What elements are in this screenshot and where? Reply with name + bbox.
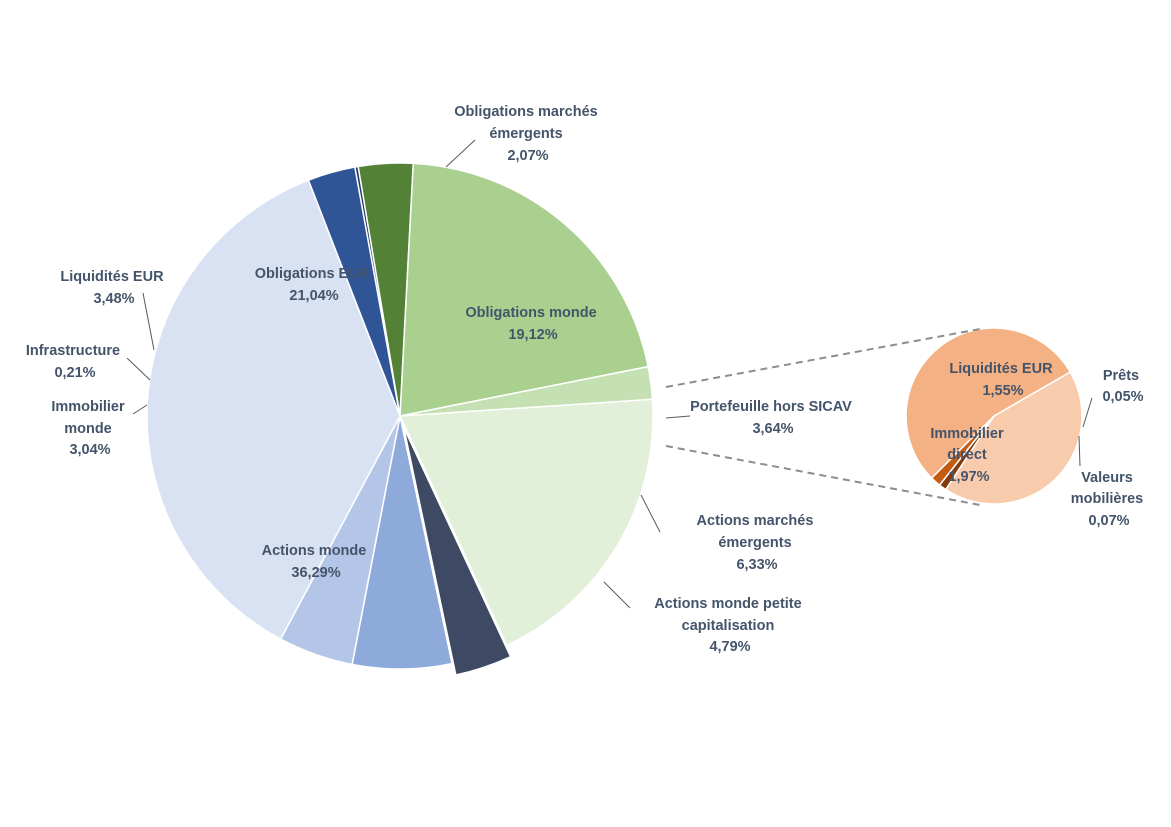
label-obligations-eur: Obligations EUR 21,04% <box>255 266 373 304</box>
main-slice-obligations-eur <box>399 162 650 417</box>
label-sub-valeurs: Valeurs mobilières 0,07% <box>1071 470 1148 529</box>
label-sub-immobilier: Immobilier direct 1,97% <box>930 426 1007 485</box>
label-portefeuille: Portefeuille hors SICAV 3,64% <box>690 399 856 437</box>
main-slice-obligations-monde <box>398 398 654 647</box>
main-slice-portefeuille-hors-sicav <box>403 427 512 676</box>
label-immobilier-monde: Immobilier monde 3,04% <box>51 399 128 458</box>
main-slice-actions-monde <box>146 179 401 641</box>
leader-line-actions-petite <box>603 581 631 609</box>
main-slice-obligations-marches-emergents <box>399 365 654 417</box>
leader-line-portefeuille <box>665 415 691 419</box>
label-obligations-emergents: Obligations marchés émergents 2,07% <box>454 104 601 164</box>
label-actions-emergents: Actions marchés émergents 6,33% <box>697 513 818 573</box>
connector-line-bottom <box>665 445 981 506</box>
label-sub-liquidites: Liquidités EUR 1,55% <box>949 361 1056 399</box>
leader-line-immobilier-monde <box>132 404 148 415</box>
label-obligations-monde: Obligations monde 19,12% <box>465 305 600 343</box>
secondary-pie <box>905 327 1083 505</box>
connector-line-top <box>665 328 981 388</box>
label-infrastructure: Infrastructure 0,21% <box>26 343 124 381</box>
leader-line-valeurs <box>1078 435 1081 467</box>
label-actions-monde: Actions monde 36,29% <box>262 543 371 581</box>
leader-line-obligations-emergents <box>445 139 476 168</box>
main-pie <box>146 162 654 676</box>
leader-line-infrastructure <box>126 357 151 381</box>
leader-line-liquidites <box>142 292 155 351</box>
leader-line-actions-emergents <box>640 494 661 533</box>
leader-line-prets <box>1082 397 1093 428</box>
sub-slice-immobilier-direct <box>905 327 1072 480</box>
label-sub-prets: Prêts 0,05% <box>1102 368 1143 405</box>
sub-slice-liquidites-eur <box>944 370 1083 505</box>
label-actions-petite: Actions monde petite capitalisation 4,79… <box>654 596 805 655</box>
label-liquidites: Liquidités EUR 3,48% <box>60 269 167 307</box>
